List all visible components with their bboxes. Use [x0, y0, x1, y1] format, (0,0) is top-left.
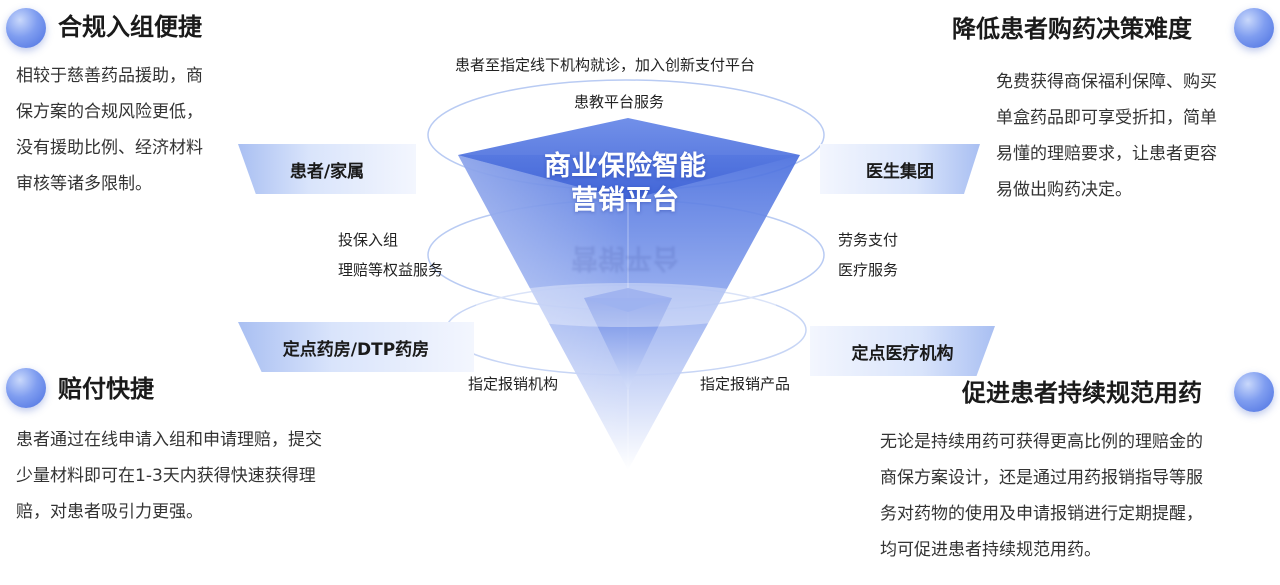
tag-medical-institution: 定点医疗机构	[810, 326, 995, 376]
bullet-dot-icon	[6, 8, 46, 48]
tag-doctor-group: 医生集团	[820, 144, 980, 194]
paragraph-bottom-right: 无论是持续用药可获得更高比例的理赔金的 商保方案设计，还是通过用药报销指导等服 …	[880, 424, 1260, 568]
paragraph-line: 保方案的合规风险更低，	[16, 102, 203, 122]
center-title-line1: 商业保险智能	[544, 151, 706, 182]
paragraph-line: 患者通过在线申请入组和申请理赔，提交	[16, 430, 322, 450]
paragraph-line: 均可促进患者持续规范用药。	[880, 540, 1101, 560]
orbit-label-mid-right-line2: 医疗服务	[838, 261, 899, 279]
orbit-label-bottom-right: 指定报销产品	[700, 375, 791, 393]
paragraph-line: 免费获得商保福利保障、购买	[996, 72, 1217, 92]
orbit-label-top-line2: 患教平台服务	[574, 93, 665, 111]
paragraph-line: 少量材料即可在1-3天内获得快速获得理	[16, 466, 316, 486]
tag-patient-family: 患者/家属	[238, 144, 416, 194]
paragraph-bottom-left: 患者通过在线申请入组和申请理赔，提交 少量材料即可在1-3天内获得快速获得理 赔…	[16, 422, 386, 530]
paragraph-line: 赔，对患者吸引力更强。	[16, 502, 203, 522]
paragraph-line: 务对药物的使用及申请报销进行定期提醒，	[880, 504, 1203, 524]
heading-bottom-left: 赔付快捷	[58, 375, 154, 403]
paragraph-line: 无论是持续用药可获得更高比例的理赔金的	[880, 432, 1203, 452]
paragraph-line: 相较于慈善药品援助，商	[16, 66, 203, 86]
paragraph-line: 审核等诸多限制。	[16, 174, 152, 194]
tag-pharmacy-label: 定点药房/DTP药房	[282, 339, 430, 360]
tag-patient-family-label: 患者/家属	[289, 161, 365, 182]
bullet-dot-icon	[6, 368, 46, 408]
orbit-label-mid-left-line1: 投保入组	[338, 231, 399, 249]
center-title-line2: 营销平台	[571, 185, 679, 216]
center-title-reflection: 营销平台	[571, 242, 679, 273]
cone-left-face	[458, 155, 628, 470]
bullet-dot-icon	[1234, 372, 1274, 412]
paragraph-line: 易做出购药决定。	[996, 180, 1132, 200]
bullet-dot-icon	[1234, 8, 1274, 48]
inner-pyramid	[584, 298, 672, 390]
cone-top-face	[458, 118, 800, 200]
orbit-label-mid-right-line1: 劳务支付	[838, 231, 899, 249]
heading-bottom-right: 促进患者持续规范用药	[962, 379, 1202, 407]
inner-pyramid-top	[584, 288, 672, 312]
paragraph-top-right: 免费获得商保福利保障、购买 单盒药品即可享受折扣，简单 易懂的理赔要求，让患者更…	[996, 64, 1266, 208]
orbit-glow	[476, 283, 776, 327]
tag-pharmacy: 定点药房/DTP药房	[238, 322, 474, 372]
heading-top-right: 降低患者购药决策难度	[952, 15, 1192, 43]
paragraph-line: 商保方案设计，还是通过用药报销指导等服	[880, 468, 1203, 488]
paragraph-top-left: 相较于慈善药品援助，商 保方案的合规风险更低， 没有援助比例、经济材料 审核等诸…	[16, 58, 256, 202]
orbit-label-mid-left-line2: 理赔等权益服务	[338, 261, 444, 279]
orbit-label-top-line1: 患者至指定线下机构就诊，加入创新支付平台	[455, 56, 756, 74]
tag-doctor-group-label: 医生集团	[866, 161, 934, 182]
paragraph-line: 没有援助比例、经济材料	[16, 138, 203, 158]
paragraph-line: 单盒药品即可享受折扣，简单	[996, 108, 1217, 128]
paragraph-line: 易懂的理赔要求，让患者更容	[996, 144, 1217, 164]
tag-medical-institution-label: 定点医疗机构	[851, 343, 954, 364]
center-title: 商业保险智能 营销平台	[500, 150, 750, 218]
orbit-label-bottom-left: 指定报销机构	[468, 375, 559, 393]
heading-top-left: 合规入组便捷	[58, 13, 202, 41]
